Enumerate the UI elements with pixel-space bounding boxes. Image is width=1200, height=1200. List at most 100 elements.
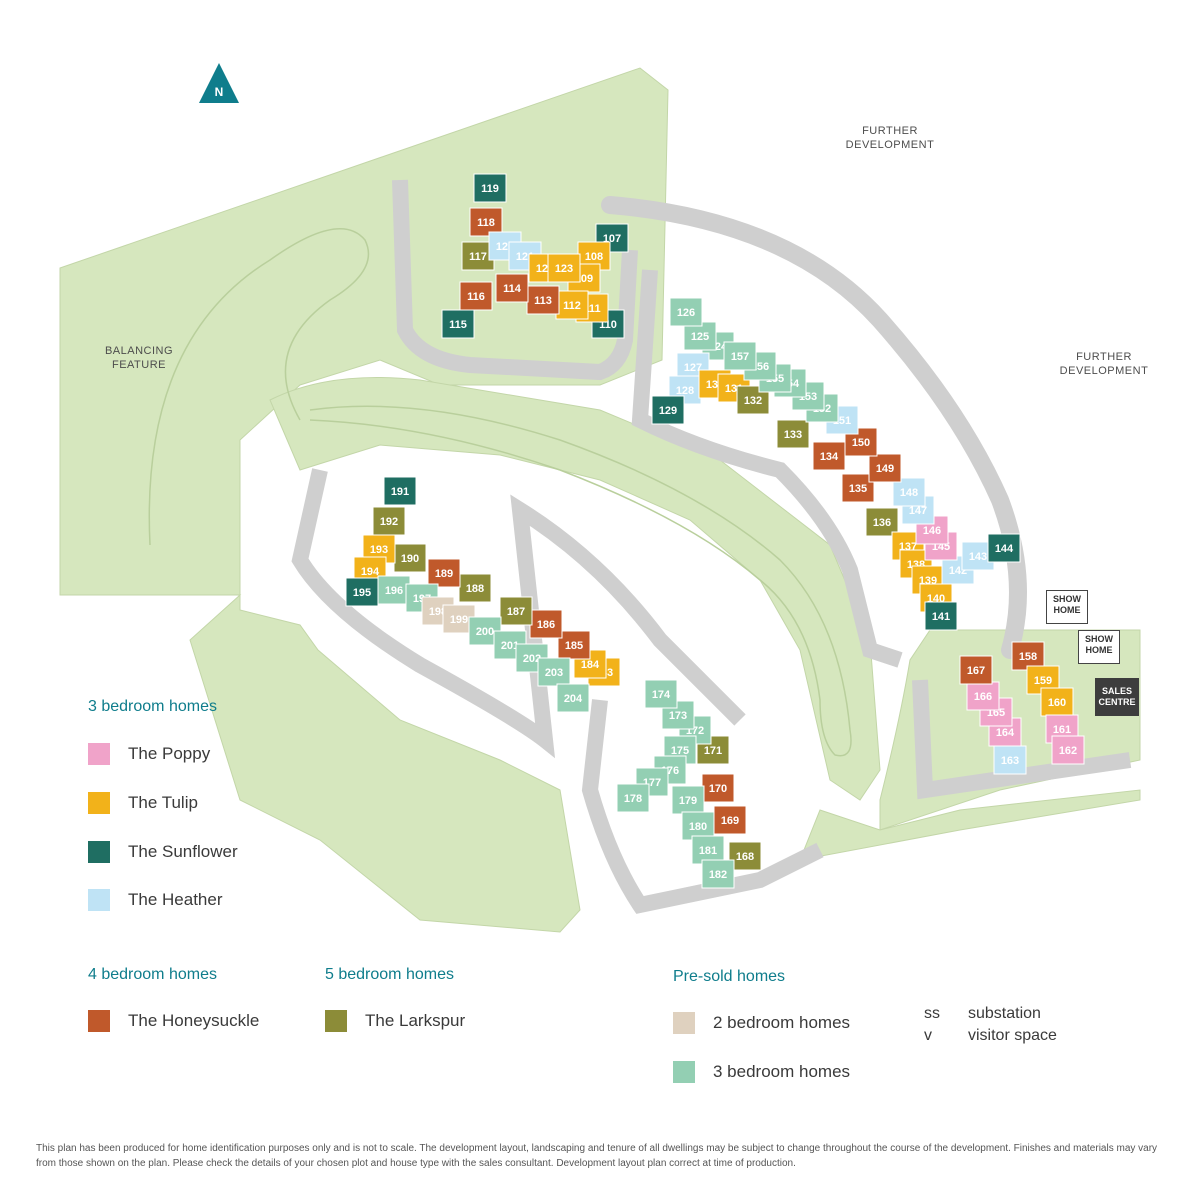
plot-shape-157[interactable] [723, 341, 757, 371]
plot-204[interactable]: 204 [556, 683, 590, 713]
plot-112[interactable]: 112 [555, 290, 589, 320]
road-south [581, 699, 824, 914]
plot-193[interactable]: 193 [362, 534, 396, 564]
plot-shape-158[interactable] [1011, 641, 1045, 671]
plot-shape-185[interactable] [557, 630, 591, 660]
plot-shape-167[interactable] [959, 655, 993, 685]
plot-163[interactable]: 163 [993, 745, 1027, 775]
plot-shape-148[interactable] [892, 477, 926, 507]
key-code-v: v [924, 1027, 932, 1044]
plot-shape-204[interactable] [556, 683, 590, 713]
plot-203[interactable]: 203 [537, 657, 571, 687]
plot-shape-177[interactable] [635, 767, 669, 797]
plot-192[interactable]: 192 [372, 506, 406, 536]
plot-113[interactable]: 113 [526, 285, 560, 315]
plot-shape-203[interactable] [537, 657, 571, 687]
plot-191[interactable]: 191 [383, 476, 417, 506]
plot-174[interactable]: 174 [644, 679, 678, 709]
plot-182[interactable]: 182 [701, 859, 735, 889]
plot-170[interactable]: 170 [701, 773, 735, 803]
plot-118[interactable]: 118 [469, 207, 503, 237]
plot-188[interactable]: 188 [458, 573, 492, 603]
plot-shape-134[interactable] [812, 441, 846, 471]
plot-shape-136[interactable] [865, 507, 899, 537]
plot-shape-118[interactable] [469, 207, 503, 237]
plot-162[interactable]: 162 [1051, 735, 1085, 765]
plot-141[interactable]: 141 [924, 601, 958, 631]
plot-shape-162[interactable] [1051, 735, 1085, 765]
plot-shape-180[interactable] [681, 811, 715, 841]
plot-116[interactable]: 116 [459, 281, 493, 311]
plot-shape-195[interactable] [345, 577, 379, 607]
plot-186[interactable]: 186 [529, 609, 563, 639]
plot-157[interactable]: 157 [723, 341, 757, 371]
plot-166[interactable]: 166 [966, 681, 1000, 711]
legend-label-presold-2-bed: 2 bedroom homes [713, 1013, 851, 1032]
plot-123[interactable]: 123 [547, 253, 581, 283]
plot-shape-133[interactable] [776, 419, 810, 449]
plot-shape-123[interactable] [547, 253, 581, 283]
plot-shape-174[interactable] [644, 679, 678, 709]
plot-185[interactable]: 185 [557, 630, 591, 660]
plot-shape-181[interactable] [691, 835, 725, 865]
plot-187[interactable]: 187 [499, 596, 533, 626]
plot-169[interactable]: 169 [713, 805, 747, 835]
plot-181[interactable]: 181 [691, 835, 725, 865]
plot-shape-179[interactable] [671, 785, 705, 815]
plot-shape-149[interactable] [868, 453, 902, 483]
plot-shape-126[interactable] [669, 297, 703, 327]
plot-shape-163[interactable] [993, 745, 1027, 775]
plot-shape-186[interactable] [529, 609, 563, 639]
swatch-sunflower [88, 841, 110, 863]
plot-shape-188[interactable] [458, 573, 492, 603]
plot-shape-196[interactable] [377, 575, 411, 605]
plot-number-193: 193 [370, 544, 388, 556]
plot-190[interactable]: 190 [393, 543, 427, 573]
plot-134[interactable]: 134 [812, 441, 846, 471]
plot-158[interactable]: 158 [1011, 641, 1045, 671]
plot-shape-166[interactable] [966, 681, 1000, 711]
main-road-arc [601, 196, 1027, 659]
plot-shape-129[interactable] [651, 395, 685, 425]
plot-number-119: 119 [481, 183, 499, 195]
plot-shape-115[interactable] [441, 309, 475, 339]
plot-160[interactable]: 160 [1040, 687, 1074, 717]
plot-shape-160[interactable] [1040, 687, 1074, 717]
plot-178[interactable]: 178 [616, 783, 650, 813]
plot-number-162: 162 [1059, 745, 1077, 757]
plot-shape-112[interactable] [555, 290, 589, 320]
plot-shape-114[interactable] [495, 273, 529, 303]
plot-167[interactable]: 167 [959, 655, 993, 685]
plot-shape-144[interactable] [987, 533, 1021, 563]
plot-148[interactable]: 148 [892, 477, 926, 507]
plot-196[interactable]: 196 [377, 575, 411, 605]
plot-189[interactable]: 189 [427, 558, 461, 588]
plot-shape-189[interactable] [427, 558, 461, 588]
plot-shape-169[interactable] [713, 805, 747, 835]
plot-shape-116[interactable] [459, 281, 493, 311]
plot-195[interactable]: 195 [345, 577, 379, 607]
plot-shape-170[interactable] [701, 773, 735, 803]
plot-129[interactable]: 129 [651, 395, 685, 425]
plot-shape-190[interactable] [393, 543, 427, 573]
plot-136[interactable]: 136 [865, 507, 899, 537]
legend-3-bed-heading: 3 bedroom homes [88, 698, 217, 715]
plot-144[interactable]: 144 [987, 533, 1021, 563]
plot-114[interactable]: 114 [495, 273, 529, 303]
plot-180[interactable]: 180 [681, 811, 715, 841]
plot-shape-119[interactable] [473, 173, 507, 203]
plot-shape-113[interactable] [526, 285, 560, 315]
plot-149[interactable]: 149 [868, 453, 902, 483]
key-row-substation: ss substation [924, 1005, 1041, 1023]
plot-179[interactable]: 179 [671, 785, 705, 815]
plot-133[interactable]: 133 [776, 419, 810, 449]
plot-115[interactable]: 115 [441, 309, 475, 339]
plot-shape-187[interactable] [499, 596, 533, 626]
plot-126[interactable]: 126 [669, 297, 703, 327]
plot-shape-191[interactable] [383, 476, 417, 506]
plot-119[interactable]: 119 [473, 173, 507, 203]
plot-shape-141[interactable] [924, 601, 958, 631]
plot-shape-182[interactable] [701, 859, 735, 889]
plot-shape-178[interactable] [616, 783, 650, 813]
